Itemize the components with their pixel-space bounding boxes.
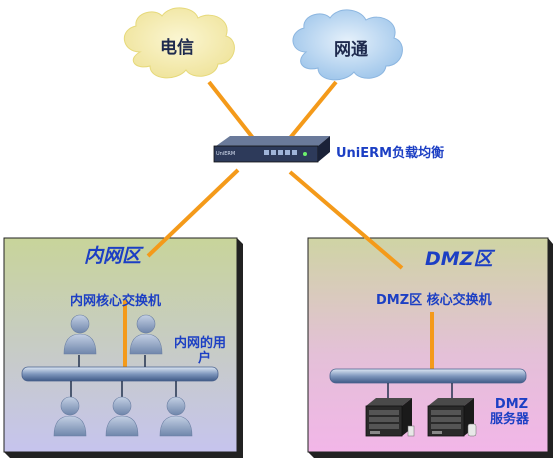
cloud-telecom (124, 7, 235, 79)
dmz-connectors (387, 383, 453, 400)
cloud-netcom-label: 网通 (334, 40, 368, 60)
dmz-zone-title: DMZ区 (425, 248, 493, 270)
dmz-core-switch (329, 368, 527, 384)
link-to-intranet (146, 168, 240, 258)
dmz-servers-label-line2: 服务器 (490, 412, 530, 427)
wan-links (123, 80, 434, 370)
intranet-users-label-line2: 户 (198, 351, 212, 366)
server-icon (365, 397, 413, 437)
dmz-switch-label: DMZ区 核心交换机 (376, 293, 492, 308)
device-front-text: UniERM (216, 151, 236, 157)
dmz-servers (365, 397, 477, 437)
device-label: UniERM负载均衡 (336, 146, 445, 161)
cloud-telecom-label: 电信 (160, 38, 194, 58)
server-icon (427, 397, 475, 437)
intranet-users-label: 内网的用 户 (174, 336, 226, 366)
load-balancer-device (213, 136, 330, 163)
link-to-dmz (288, 170, 404, 270)
intranet-users-label-line1: 内网的用 (174, 336, 227, 351)
cloud-netcom (292, 9, 403, 81)
intranet-connectors (70, 355, 177, 398)
intranet-zone-title: 内网区 (84, 245, 142, 267)
intranet-switch-label: 内网核心交换机 (70, 294, 162, 309)
intranet-core-switch (21, 366, 219, 382)
dmz-servers-label-line1: DMZ (494, 397, 529, 412)
dmz-servers-label: DMZ 服务器 (490, 397, 529, 427)
